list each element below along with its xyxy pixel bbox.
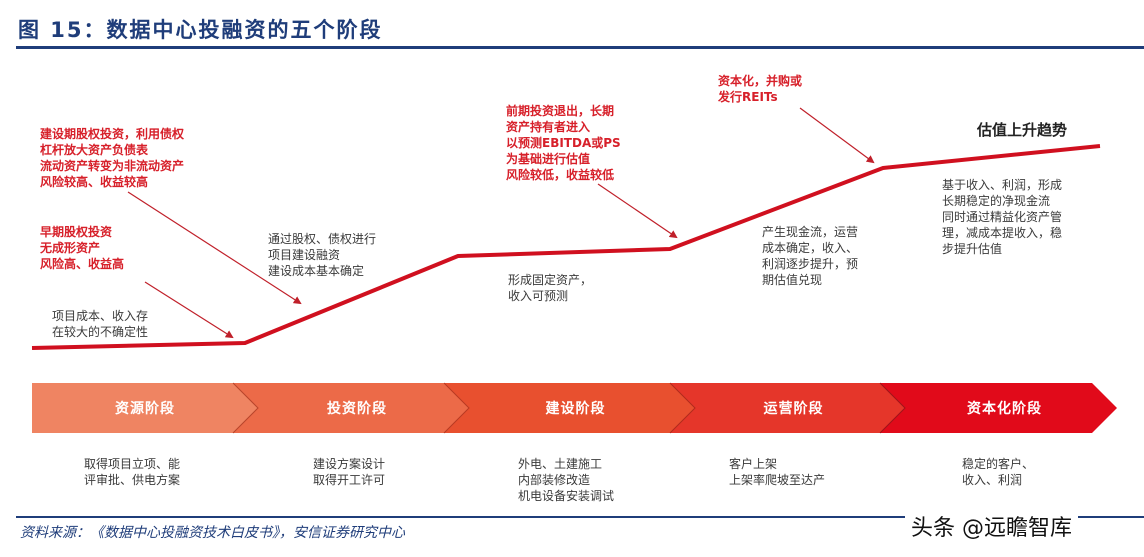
stage-desc-operation: 客户上架 上架率爬坡至达产 xyxy=(729,457,826,487)
arrow-capitalize xyxy=(799,107,875,164)
stage-chevron-resource xyxy=(32,383,258,433)
stage-chevron-construction xyxy=(444,383,695,433)
watermark: 头条 @远瞻智库 xyxy=(905,510,1078,542)
stage-label-construction: 建设阶段 xyxy=(545,401,606,417)
note-capitalization: 资本化，并购或 发行REITs xyxy=(718,74,803,104)
title-divider xyxy=(16,46,1144,49)
stage-chevron-investment xyxy=(233,383,469,433)
arrow-early xyxy=(144,281,234,339)
source-note: 资料来源：《数据中心投融资技术白皮书》，安信证券研究中心 xyxy=(20,525,405,541)
note-uncertainty: 项目成本、收入存 在较大的不确定性 xyxy=(52,309,149,339)
note-financing: 通过股权、债权进行 项目建设融资 建设成本基本确定 xyxy=(268,232,377,278)
stage-label-operation: 运营阶段 xyxy=(763,401,824,417)
trend-label: 估值上升趋势 xyxy=(977,121,1068,139)
chevron-separator xyxy=(443,382,470,434)
note-cashflow: 产生现金流，运营 成本确定，收入、 利润逐步提升，预 期估值兑现 xyxy=(762,225,859,287)
arrow-construction xyxy=(127,191,302,305)
stage-desc-investment: 建设方案设计 取得开工许可 xyxy=(313,457,386,487)
stage-label-capitalization: 资本化阶段 xyxy=(967,401,1042,417)
note-construction-equity: 建设期股权投资，利用债权 杠杆放大资产负债表 流动资产转变为非流动资产 风险较高… xyxy=(40,127,185,189)
note-investment-exit: 前期投资退出，长期 资产持有者进入 以预测EBITDA或PS 为基础进行估值 风… xyxy=(506,104,621,182)
stage-chevron-capitalization xyxy=(880,383,1117,433)
figure-title: 图 15：数据中心投融资的五个阶段 xyxy=(18,18,383,42)
stage-desc-capitalization: 稳定的客户、 收入、利润 xyxy=(962,457,1035,487)
footer-divider xyxy=(16,516,1144,518)
note-early-equity: 早期股权投资 无成形资产 风险高、收益高 xyxy=(40,225,125,271)
arrow-exit xyxy=(597,183,678,239)
chevron-separator xyxy=(879,382,906,434)
stage-label-investment: 投资阶段 xyxy=(327,401,387,417)
stage-chevron-operation xyxy=(670,383,905,433)
stage-desc-resource: 取得项目立项、能 评审批、供电方案 xyxy=(84,457,181,487)
note-fixed-assets: 形成固定资产， 收入可预测 xyxy=(508,273,593,303)
valuation-trend-line xyxy=(31,144,1101,350)
stage-desc-construction: 外电、土建施工 内部装修改造 机电设备安装调试 xyxy=(518,457,615,503)
chevron-separator xyxy=(669,382,696,434)
chevron-separator xyxy=(232,382,259,434)
note-steady-growth: 基于收入、利润，形成 长期稳定的净现金流 同时通过精益化资产管 理，减成本提收入… xyxy=(942,178,1063,256)
stage-label-resource: 资源阶段 xyxy=(115,401,175,417)
